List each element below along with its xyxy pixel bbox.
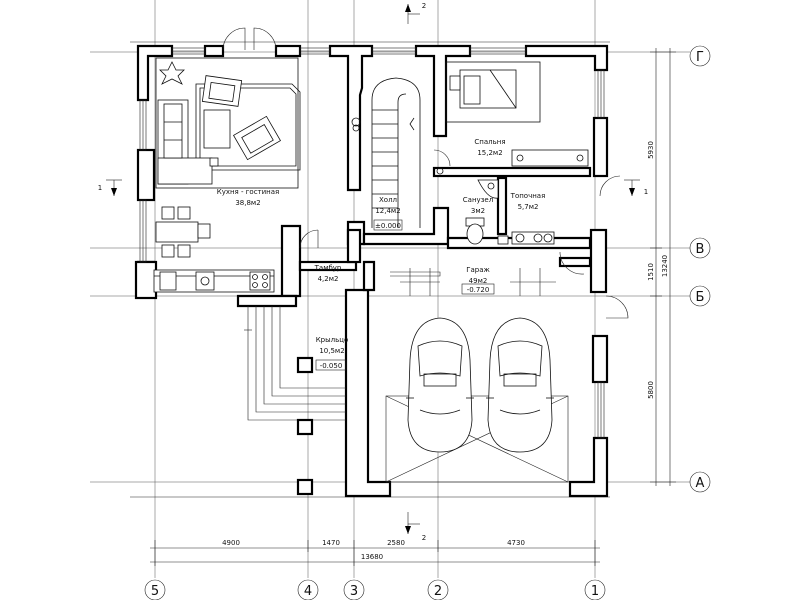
stairs-hall xyxy=(371,77,421,228)
kitchen-living-furniture xyxy=(153,57,301,293)
dim-bottom-total: 13680 xyxy=(361,553,383,561)
axis-label-5: 5 xyxy=(151,584,159,599)
kitchen-name: Кухня - гостиная xyxy=(217,188,280,196)
garage-area: 49м2 xyxy=(469,277,488,285)
hall-level: ±0.000 xyxy=(375,222,401,230)
porch xyxy=(244,306,346,496)
room-labels: Кухня - гостиная 38,8м2 Холл 12,4м2 ±0.0… xyxy=(217,138,546,371)
axis-label-3: 3 xyxy=(350,584,358,599)
axis-label-1: 1 xyxy=(591,584,599,599)
kitchen-area: 38,8м2 xyxy=(235,199,260,207)
boiler-equipment xyxy=(497,231,555,245)
dim-bottom-4: 4730 xyxy=(507,539,525,547)
dim-right-2: 1510 xyxy=(647,263,655,281)
hall-name: Холл xyxy=(379,196,397,204)
axis-label-v: В xyxy=(696,242,705,257)
boiler-area: 5,7м2 xyxy=(518,203,539,211)
windows xyxy=(139,47,605,439)
dimension-labels: 4900 1470 2580 4730 13680 5930 1510 5800… xyxy=(222,141,669,561)
dim-right-3: 5800 xyxy=(647,381,655,399)
axis-bubbles-bottom xyxy=(144,579,606,600)
doors xyxy=(222,27,629,319)
dimension-lines-right xyxy=(650,48,676,486)
section-bottom-label: 2 xyxy=(422,534,426,542)
car-icon xyxy=(406,317,474,453)
bedroom-furniture xyxy=(445,61,589,167)
dim-right-total: 13240 xyxy=(661,255,669,277)
boiler-name: Топочная xyxy=(510,192,546,200)
walls xyxy=(134,44,609,498)
bedroom-name: Спальня xyxy=(474,138,505,146)
section-right-label: 1 xyxy=(644,188,648,196)
porch-name: Крыльцо xyxy=(316,336,349,344)
dim-bottom-3: 2580 xyxy=(387,539,405,547)
bathroom-fixtures xyxy=(351,117,499,245)
axis-label-b: Б xyxy=(696,290,705,305)
axis-label-a: А xyxy=(696,476,705,491)
dim-bottom-1: 4900 xyxy=(222,539,240,547)
garage-level: -0.720 xyxy=(467,286,490,294)
axis-bubbles-right xyxy=(689,45,711,493)
section-left-label: 1 xyxy=(98,184,102,192)
axis-labels: 5 4 3 2 1 Г В Б А xyxy=(151,50,705,599)
axis-label-g: Г xyxy=(696,50,704,65)
hall-area: 12,4м2 xyxy=(375,207,400,215)
vestibule-area: 4,2м2 xyxy=(318,275,339,283)
section-labels: 2 2 1 1 xyxy=(98,2,648,542)
dim-bottom-2: 1470 xyxy=(322,539,340,547)
porch-level: -0.050 xyxy=(320,362,343,370)
porch-area: 10,5м2 xyxy=(319,347,344,355)
bath-area: 3м2 xyxy=(471,207,485,215)
dimension-lines-bottom xyxy=(150,540,600,566)
dim-right-1: 5930 xyxy=(647,141,655,159)
garage-name: Гараж xyxy=(466,266,490,274)
section-top-label: 2 xyxy=(422,2,426,10)
car-icon xyxy=(486,317,554,453)
section-markers xyxy=(106,4,640,534)
axis-label-4: 4 xyxy=(304,584,312,599)
vestibule-name: Тамбур xyxy=(314,264,342,272)
bedroom-area: 15,2м2 xyxy=(477,149,502,157)
axis-label-2: 2 xyxy=(434,584,442,599)
bath-name: Санузел xyxy=(463,196,493,204)
